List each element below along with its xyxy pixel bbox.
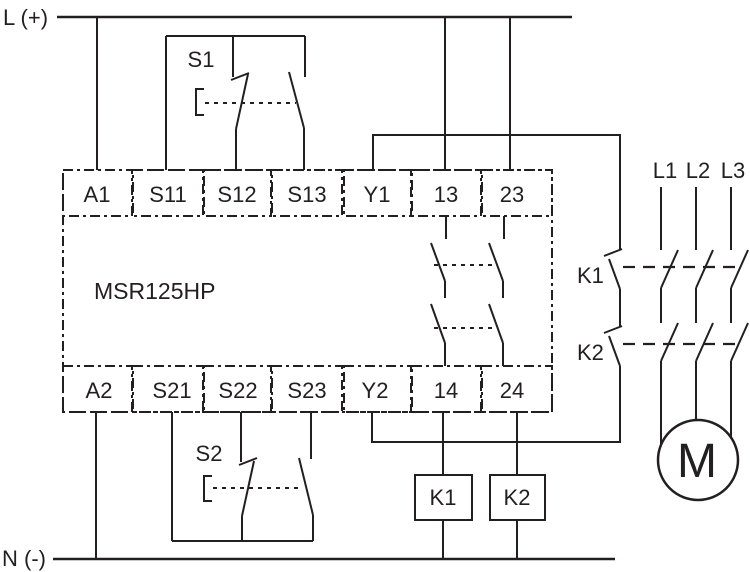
contactor-coils: K1 K2 — [414, 412, 546, 559]
supply-wires — [95, 17, 511, 559]
terminal-label-s13: S13 — [287, 182, 326, 207]
k2-coil-label: K2 — [504, 485, 531, 510]
phase-label-l2: L2 — [686, 158, 710, 183]
phase-label-l3: L3 — [721, 158, 745, 183]
relay-internal-contacts — [430, 216, 505, 366]
s2-actuator-icon — [203, 475, 212, 502]
s2-label: S2 — [196, 441, 223, 466]
terminal-label-s22: S22 — [218, 378, 257, 403]
k1-coil-label: K1 — [430, 485, 457, 510]
terminal-label-y1: Y1 — [364, 182, 391, 207]
k2-coil-box — [489, 474, 546, 521]
terminal-label-24: 24 — [500, 378, 524, 403]
terminal-label-s23: S23 — [287, 378, 326, 403]
terminal-label-a2: A2 — [86, 378, 113, 403]
bottom-rail-label: N (-) — [2, 546, 46, 571]
terminal-label-s21: S21 — [152, 378, 191, 403]
terminal-label-s11: S11 — [149, 182, 187, 207]
relay-model-label: MSR125HP — [94, 278, 215, 304]
terminal-label-a1: A1 — [84, 182, 111, 207]
k1-contact-label: K1 — [577, 263, 604, 288]
terminal-label-14: 14 — [434, 378, 458, 403]
s2-estop-switch: S2 — [171, 412, 314, 542]
relay-module: A1 S11 S12 S13 Y1 13 23 A2 S21 S22 S23 Y… — [62, 169, 553, 413]
motor-circle — [656, 418, 740, 502]
terminal-label-23: 23 — [500, 182, 524, 207]
power-circuit: L1 L2 L3 — [653, 158, 749, 445]
phase-label-l1: L1 — [653, 158, 677, 183]
k1-coil-box — [414, 474, 473, 521]
k2-contact-label: K2 — [577, 340, 604, 365]
terminal-label-13: 13 — [434, 182, 458, 207]
s1-actuator-icon — [195, 88, 204, 116]
motor-label: M — [677, 435, 717, 488]
terminal-label-s12: S12 — [217, 182, 256, 207]
s1-label: S1 — [188, 47, 215, 72]
s1-estop-switch: S1 — [165, 35, 306, 170]
bottom-supply-rail: N (-) — [2, 546, 615, 571]
feedback-loop: K1 K2 — [371, 134, 742, 443]
top-supply-rail: L (+) — [3, 5, 572, 30]
motor: M — [656, 418, 740, 502]
top-rail-label: L (+) — [3, 5, 48, 30]
terminal-label-y2: Y2 — [362, 378, 389, 403]
